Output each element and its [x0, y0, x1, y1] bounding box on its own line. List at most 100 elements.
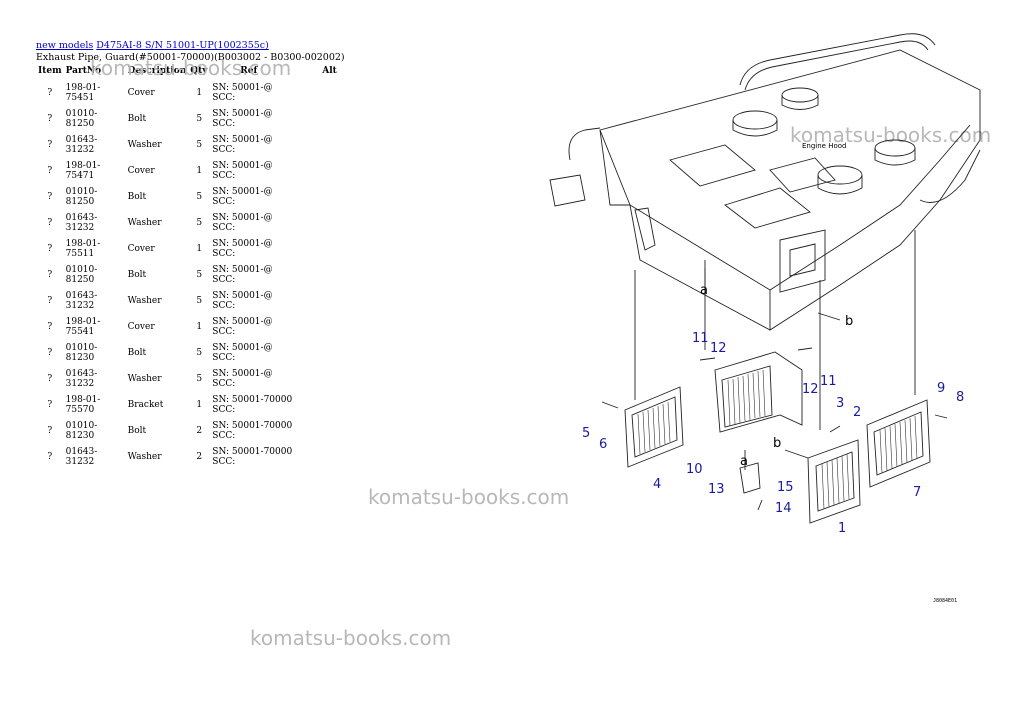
table-header-row: Item PartNo Description Qty Ref Alt: [36, 66, 354, 80]
description-cell: Washer: [127, 217, 162, 228]
ref-serial: SN: 50001-70000: [212, 394, 293, 405]
item-cell: ?: [47, 425, 53, 436]
item-cell: ?: [47, 373, 53, 384]
item-cell: ?: [47, 347, 53, 358]
ref-cell: SN: 50001-@SCC:: [210, 262, 320, 288]
callout-7: 7: [913, 485, 921, 500]
header-ref: Ref: [240, 66, 258, 76]
description-cell: Cover: [127, 165, 155, 176]
alt-cell: [320, 236, 354, 262]
qty-cell: 5: [196, 295, 203, 306]
ref-serial: SN: 50001-70000: [212, 446, 293, 457]
label-b-upper: b: [845, 314, 853, 329]
breadcrumb-link-new-models[interactable]: new models: [36, 40, 94, 51]
ref-serial: SN: 50001-@: [212, 342, 273, 353]
ref-cell: SN: 50001-@SCC:: [210, 106, 320, 132]
header-qty: Qty: [190, 66, 208, 76]
header-alt: Alt: [322, 66, 337, 76]
partno-cell: 198-01-75451: [65, 82, 101, 104]
description-cell: Cover: [127, 243, 155, 254]
ref-scc: SCC:: [212, 379, 236, 389]
ref-cell: SN: 50001-@SCC:: [210, 132, 320, 158]
ref-serial: SN: 50001-70000: [212, 420, 293, 431]
label-b-lower: b: [773, 436, 781, 451]
partno-cell: 01643-31232: [65, 212, 98, 234]
ref-serial: SN: 50001-@: [212, 186, 273, 197]
alt-cell: [320, 106, 354, 132]
callout-10: 10: [686, 462, 703, 477]
ref-serial: SN: 50001-@: [212, 316, 273, 327]
ref-serial: SN: 50001-@: [212, 82, 273, 93]
qty-cell: 5: [196, 269, 203, 280]
ref-cell: SN: 50001-@SCC:: [210, 366, 320, 392]
ref-scc: SCC:: [212, 223, 236, 233]
qty-cell: 5: [196, 217, 203, 228]
callout-14: 14: [775, 501, 792, 516]
ref-scc: SCC:: [212, 171, 236, 181]
item-cell: ?: [47, 113, 53, 124]
item-cell: ?: [47, 87, 53, 98]
description-cell: Washer: [127, 451, 162, 462]
ref-scc: SCC:: [212, 93, 236, 103]
item-cell: ?: [47, 451, 53, 462]
ref-scc: SCC:: [212, 197, 236, 207]
ref-serial: SN: 50001-@: [212, 264, 273, 275]
alt-cell: [320, 80, 354, 106]
qty-cell: 1: [196, 321, 203, 332]
item-cell: ?: [47, 165, 53, 176]
callout-6: 6: [599, 437, 607, 452]
item-cell: ?: [47, 139, 53, 150]
callout-8: 8: [956, 390, 964, 405]
qty-cell: 1: [196, 399, 203, 410]
callout-11-left: 11: [692, 331, 709, 346]
qty-cell: 5: [196, 139, 203, 150]
qty-cell: 2: [196, 425, 203, 436]
item-cell: ?: [47, 217, 53, 228]
qty-cell: 5: [196, 373, 203, 384]
callout-4: 4: [653, 477, 661, 492]
callout-2: 2: [853, 405, 861, 420]
partno-cell: 01643-31232: [65, 368, 98, 390]
alt-cell: [320, 392, 354, 418]
description-cell: Bolt: [127, 347, 147, 358]
qty-cell: 5: [196, 113, 203, 124]
ref-scc: SCC:: [212, 301, 236, 311]
alt-cell: [320, 314, 354, 340]
item-cell: ?: [47, 269, 53, 280]
partno-cell: 01643-31232: [65, 290, 98, 312]
alt-cell: [320, 184, 354, 210]
partno-cell: 01010-81250: [65, 108, 98, 130]
description-cell: Cover: [127, 321, 155, 332]
partno-cell: 01643-31232: [65, 446, 98, 468]
item-cell: ?: [47, 295, 53, 306]
qty-cell: 1: [196, 87, 203, 98]
label-a-lower: a: [740, 454, 748, 469]
ref-cell: SN: 50001-@SCC:: [210, 288, 320, 314]
callout-12-right: 12: [802, 382, 819, 397]
alt-cell: [320, 418, 354, 444]
engine-hood-label: Engine Hood: [802, 142, 847, 150]
breadcrumb: new models D475AI-8 S/N 51001-UP(1002355…: [36, 40, 269, 52]
ref-serial: SN: 50001-@: [212, 134, 273, 145]
breadcrumb-link-model[interactable]: D475AI-8 S/N 51001-UP(1002355c): [96, 40, 269, 51]
ref-scc: SCC:: [212, 275, 236, 285]
description-cell: Cover: [127, 87, 155, 98]
ref-serial: SN: 50001-@: [212, 108, 273, 119]
partno-cell: 01010-81230: [65, 420, 98, 442]
table-row: ? 198-01-75451 Cover 1 SN: 50001-@SCC:: [36, 80, 354, 106]
item-cell: ?: [47, 191, 53, 202]
ref-scc: SCC:: [212, 353, 236, 363]
partno-cell: 198-01-75541: [65, 316, 101, 338]
item-cell: ?: [47, 399, 53, 410]
ref-scc: SCC:: [212, 119, 236, 129]
